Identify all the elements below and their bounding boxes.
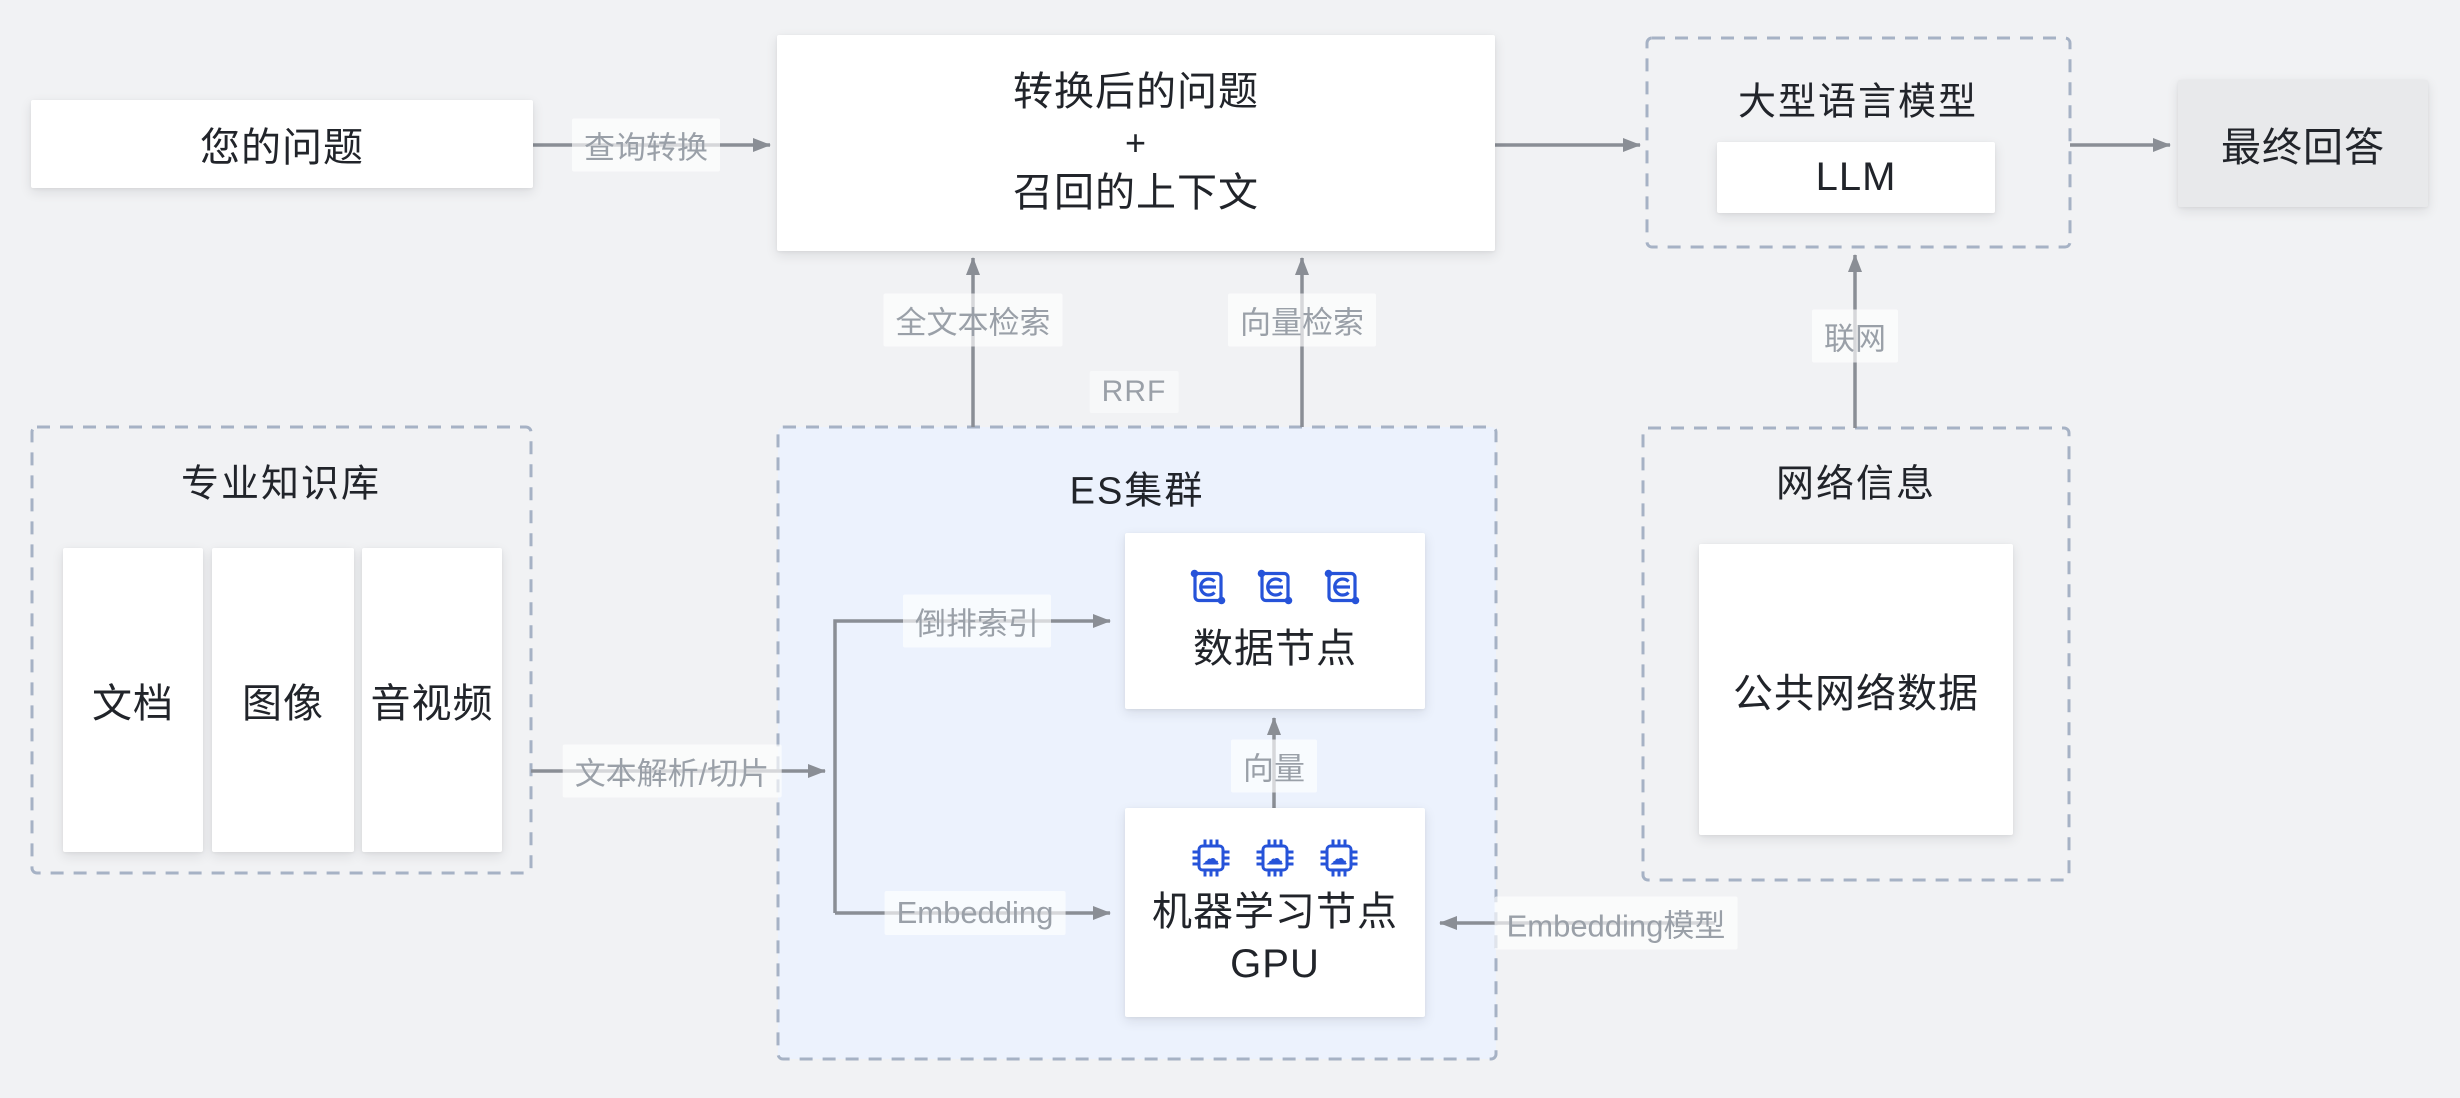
database-node-icon (1257, 569, 1293, 605)
svg-text:☁: ☁ (1202, 848, 1221, 868)
data-node-icon-row (1188, 567, 1362, 607)
edge-label-inverted-index: 倒排索引 (903, 594, 1051, 648)
web-group-title: 网络信息 (1775, 463, 1937, 506)
knowledge-group-border (30, 425, 533, 875)
your-question-label: 您的问题 (200, 126, 364, 170)
image-label: 图像 (242, 682, 324, 726)
gpu-chip-icon: ☁ (1192, 839, 1230, 876)
node-llm: LLM (1717, 142, 1995, 213)
ml-node-icon-row: ☁ ☁ ☁ (1189, 836, 1361, 880)
node-your-question: 您的问题 (31, 100, 533, 188)
llm-group-title: 大型语言模型 (1737, 81, 1979, 124)
es-cluster-group-title: ES集群 (1069, 470, 1205, 513)
edge-label-fulltext-search: 全文本检索 (883, 293, 1063, 347)
llm-label: LLM (1815, 155, 1897, 199)
edge-label-query-transform: 查询转换 (572, 118, 720, 172)
node-es-data-node: 数据节点 (1125, 533, 1425, 709)
node-image: 图像 (212, 548, 354, 852)
node-final-answer: 最终回答 (2178, 80, 2428, 207)
svg-text:☁: ☁ (1330, 848, 1349, 868)
node-transformed-question: 转换后的问题 + 召回的上下文 (777, 35, 1495, 251)
plus-sign: + (1124, 122, 1148, 163)
ml-node-gpu-label: GPU (1230, 941, 1320, 986)
document-label: 文档 (92, 682, 174, 726)
node-audio-video: 音视频 (362, 548, 502, 852)
public-web-data-label: 公共网络数据 (1733, 671, 1979, 716)
database-node-icon (1324, 569, 1360, 605)
edge-label-embedding: Embedding (884, 891, 1066, 935)
node-document: 文档 (63, 548, 203, 852)
database-node-icon (1190, 569, 1226, 605)
edge-label-embedding-model: Embedding模型 (1494, 896, 1738, 950)
edge-label-online: 联网 (1812, 309, 1898, 363)
edge-label-rrf: RRF (1089, 371, 1179, 413)
transformed-line2: 召回的上下文 (1013, 171, 1259, 215)
final-answer-label: 最终回答 (2221, 125, 2385, 170)
data-node-label: 数据节点 (1193, 627, 1357, 671)
svg-text:☁: ☁ (1266, 848, 1285, 868)
edge-label-vector: 向量 (1231, 739, 1317, 793)
edge-label-vector-search: 向量检索 (1228, 293, 1376, 347)
knowledge-group-title: 专业知识库 (180, 463, 382, 506)
gpu-chip-icon: ☁ (1320, 839, 1358, 876)
ml-node-label: 机器学习节点 (1152, 889, 1398, 934)
node-public-web-data: 公共网络数据 (1699, 544, 2013, 835)
transformed-line1: 转换后的问题 (1013, 70, 1259, 114)
llm-group-border (1645, 36, 2072, 249)
edge-label-text-parse: 文本解析/切片 (562, 744, 782, 798)
node-es-ml-node: ☁ ☁ ☁ 机器学习节点 GPU (1125, 808, 1425, 1017)
gpu-chip-icon: ☁ (1256, 839, 1294, 876)
audio-video-label: 音视频 (370, 682, 494, 726)
